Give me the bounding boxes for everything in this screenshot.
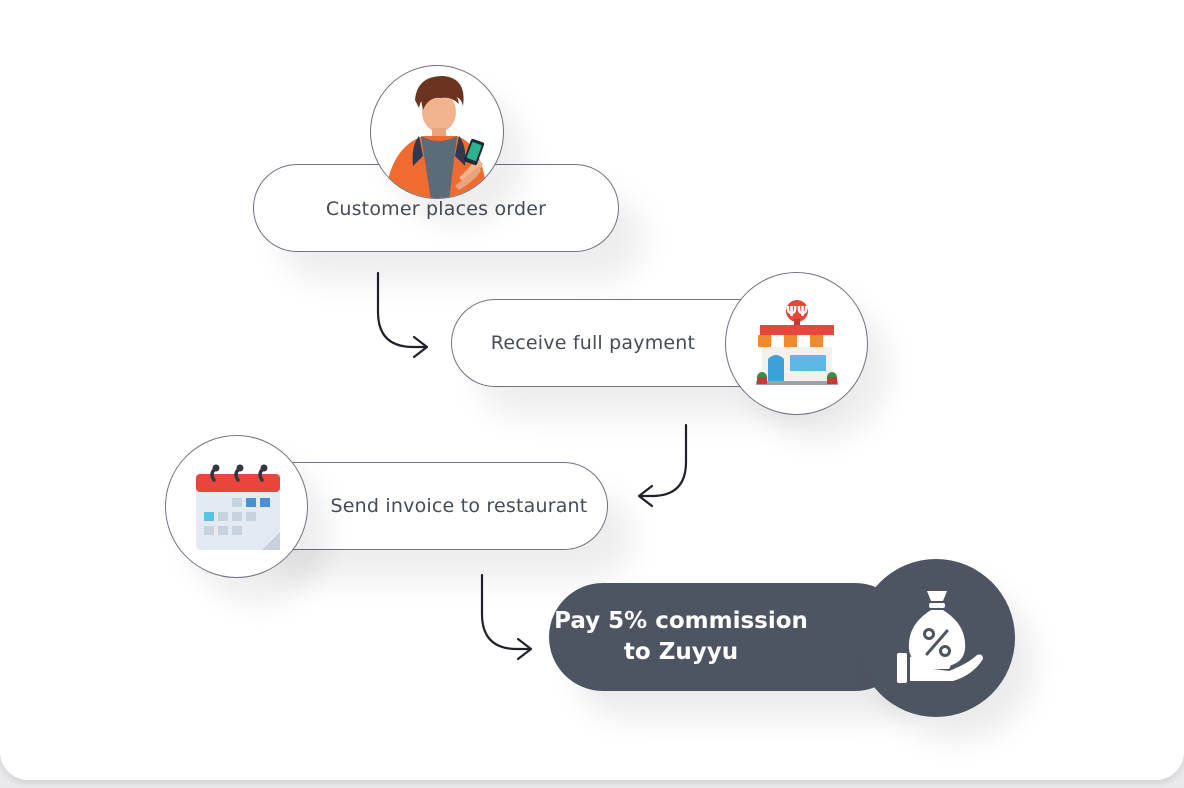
calendar-icon [165, 435, 308, 578]
step-label: Receive full payment [490, 332, 696, 354]
step-customer-places-order: Customer places order [253, 164, 619, 252]
arrow-step2-to-step3 [637, 423, 688, 508]
svg-text:ΨΨ: ΨΨ [786, 305, 808, 320]
arrow-step1-to-step2 [376, 271, 429, 359]
step-label-line2: to Zuyyu [623, 639, 739, 665]
step-label: Send invoice to restaurant [330, 495, 588, 517]
customer-with-phone-icon [370, 65, 504, 199]
step-label: Customer places order [325, 198, 547, 220]
arrow-step3-to-step4 [480, 573, 533, 661]
money-bag-percent-hand-icon [857, 559, 1015, 717]
step-pay-commission: Pay 5% commission to Zuyyu [549, 583, 909, 691]
restaurant-storefront-icon: ΨΨ [725, 272, 868, 415]
step-label-line1: Pay 5% commission [554, 608, 808, 634]
